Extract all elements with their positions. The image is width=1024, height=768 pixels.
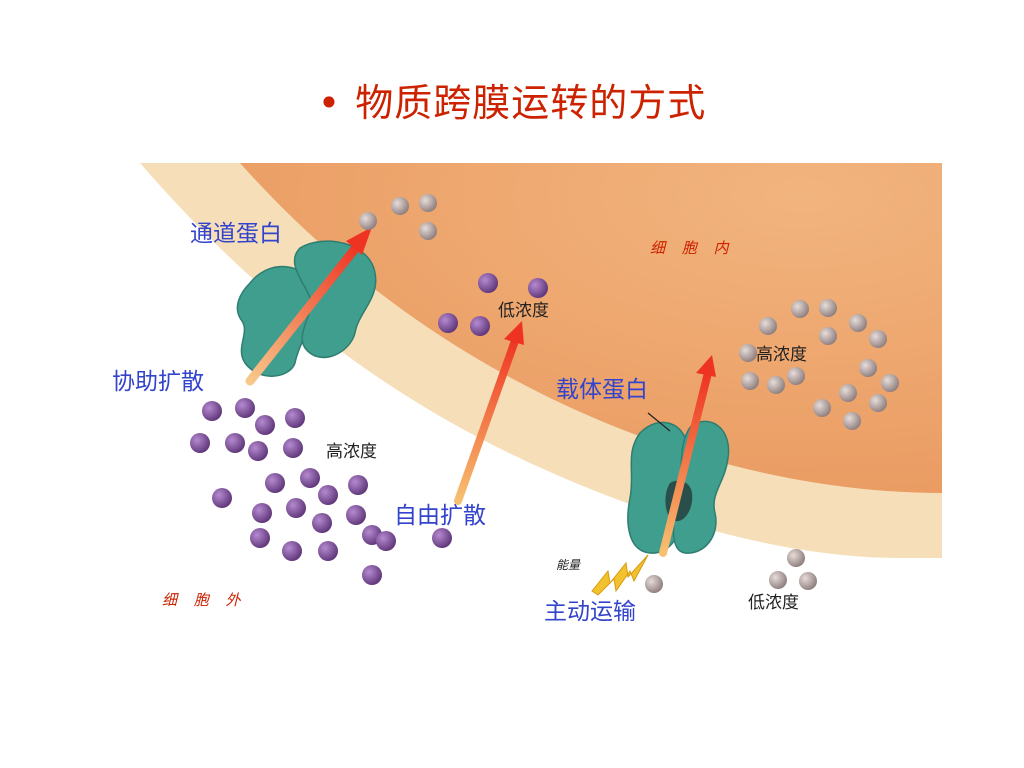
title-text: 物质跨膜运转的方式 [355, 81, 707, 125]
low-concentration-top-label: 低浓度 [498, 301, 549, 321]
channel-protein-label: 通道蛋白 [190, 221, 282, 247]
title-bullet: • [317, 81, 342, 125]
molecules-gray [359, 194, 899, 593]
facilitated-diffusion-label: 协助扩散 [112, 369, 204, 395]
active-transport-label: 主动运输 [544, 599, 636, 625]
membrane-transport-diagram: 通道蛋白 协助扩散 自由扩散 载体蛋白 主动运输 细 胞 内 细 胞 外 低浓度… [100, 163, 942, 641]
carrier-pointer-line [647, 412, 671, 432]
cytoplasm [240, 163, 942, 493]
inside-cell-label: 细 胞 内 [650, 239, 735, 257]
active-transport-arrow [659, 355, 716, 557]
outside-cell-label: 细 胞 外 [162, 591, 247, 609]
facilitated-diffusion-arrow [245, 227, 372, 386]
free-diffusion-label: 自由扩散 [394, 503, 486, 529]
high-concentration-right-label: 高浓度 [756, 345, 807, 365]
carrier-protein-label: 载体蛋白 [556, 377, 648, 403]
page-title: • 物质跨膜运转的方式 [0, 72, 1024, 127]
low-concentration-bottom-label: 低浓度 [748, 593, 799, 613]
diagram-graphic [140, 163, 942, 596]
molecules-purple [190, 273, 548, 585]
free-diffusion-arrow [454, 321, 524, 505]
lightning-bolt-icon [591, 554, 649, 596]
high-concentration-left-label: 高浓度 [326, 442, 377, 462]
channel-protein-shape [236, 240, 377, 377]
energy-label: 能量 [556, 558, 581, 572]
